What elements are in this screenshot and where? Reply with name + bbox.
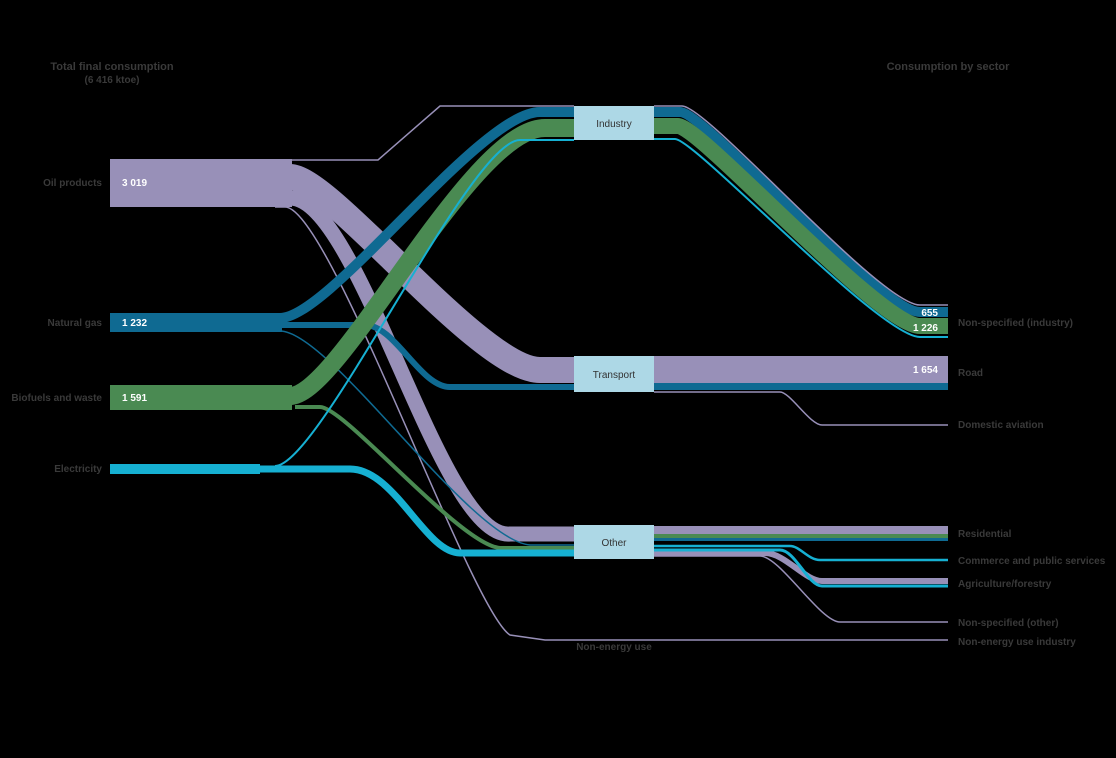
flow-other-bio-to-residential <box>654 534 948 538</box>
sector-nodes: Industry Transport Other <box>574 106 654 559</box>
dest-label-residential: Residential <box>958 529 1012 540</box>
flow-other-oil-to-residential <box>654 526 948 534</box>
flow-elec-source-bar <box>110 464 260 474</box>
dest-value-ind-ns-bio: 1 226 <box>913 323 938 334</box>
label-non-energy-use: Non-energy use <box>576 642 652 653</box>
dest-label-non-specified-other: Non-specified (other) <box>958 618 1059 629</box>
flow-industry-gas-to-ind-ns <box>654 107 948 317</box>
dest-value-ind-ns-gas: 655 <box>921 308 938 319</box>
source-value-bio: 1 591 <box>122 393 147 404</box>
dest-value-road: 1 654 <box>913 365 938 376</box>
node-transport-label: Transport <box>593 370 636 381</box>
flow-oil-source-bar <box>110 159 292 207</box>
source-label-bio: Biofuels and waste <box>11 393 102 404</box>
source-label-elec: Electricity <box>54 464 102 475</box>
node-other-label: Other <box>601 538 627 549</box>
flow-oil-to-transport <box>287 164 574 383</box>
left-header-subtitle: (6 416 ktoe) <box>84 75 139 86</box>
flow-bio-to-industry <box>288 119 574 405</box>
headers: Total final consumption (6 416 ktoe) Con… <box>50 61 1010 86</box>
flow-bio-source-bar <box>110 385 292 410</box>
flow-transport-gas-to-road <box>654 383 948 390</box>
flow-industry-bio-to-ind-ns <box>654 118 948 334</box>
dest-label-road: Road <box>958 368 983 379</box>
node-industry-label: Industry <box>596 119 632 130</box>
flow-other-to-non-specified-other <box>654 555 948 623</box>
flow-other-oil-to-agri <box>654 550 948 584</box>
dest-label-domestic-aviation: Domestic aviation <box>958 420 1044 431</box>
dest-label-commerce: Commerce and public services <box>958 556 1106 567</box>
flow-gas-to-industry <box>279 107 574 323</box>
flow-gas-to-other <box>279 330 574 546</box>
source-labels: Oil products 3 019 Natural gas 1 232 Bio… <box>11 178 147 475</box>
source-value-oil: 3 019 <box>122 178 147 189</box>
flow-transport-to-domestic-aviation <box>654 391 948 426</box>
node-industry <box>574 106 654 140</box>
flow-industry-elec-to-ind-ns <box>654 138 948 338</box>
flow-oil-to-other <box>288 190 574 542</box>
source-label-gas: Natural gas <box>48 318 103 329</box>
source-label-oil: Oil products <box>43 178 102 189</box>
flow-other-elec-to-commerce <box>654 544 948 562</box>
flow-elec-to-industry <box>274 139 574 467</box>
source-value-gas: 1 232 <box>122 318 147 329</box>
left-header-title: Total final consumption <box>50 61 174 73</box>
flow-oil-to-industry <box>290 105 574 161</box>
flow-other-elec-to-agri <box>654 548 948 588</box>
flow-other-gas-to-residential <box>654 538 948 541</box>
destination-labels: 655 1 226 Non-specified (industry) 1 654… <box>576 308 1106 653</box>
flow-oil-to-non-energy-use <box>275 206 948 641</box>
flows <box>110 105 948 641</box>
flow-gas-source-bar <box>110 313 282 332</box>
dest-label-non-energy-use-industry: Non-energy use industry <box>958 637 1076 648</box>
dest-label-agri: Agriculture/forestry <box>958 579 1052 590</box>
flow-transport-oil-to-road <box>654 356 948 383</box>
right-header-title: Consumption by sector <box>887 61 1011 73</box>
flow-industry-oil-to-ind-ns <box>654 105 948 306</box>
dest-label-ind-ns: Non-specified (industry) <box>958 318 1073 329</box>
node-transport <box>574 356 654 392</box>
flow-elec-to-other <box>260 465 574 557</box>
node-other <box>574 525 654 559</box>
